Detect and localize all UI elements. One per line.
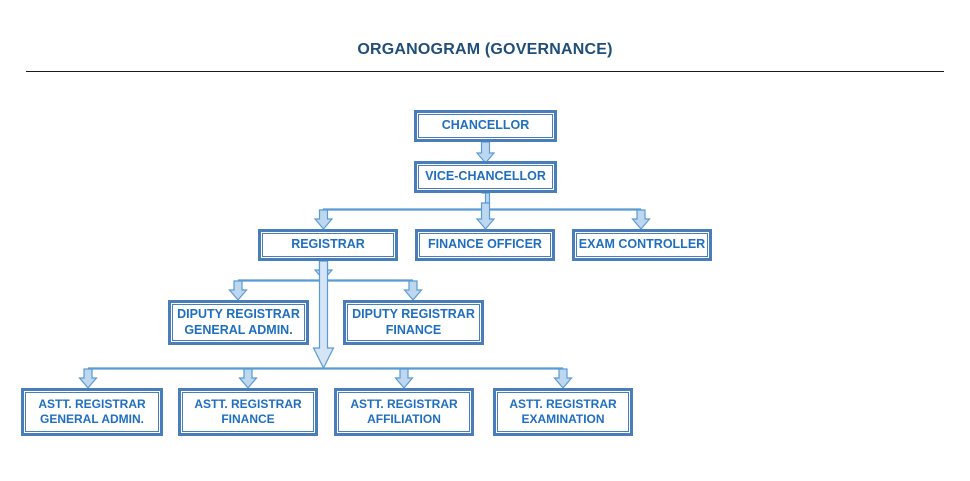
node-deputy-registrar-finance-label-line2: FINANCE — [385, 322, 442, 337]
node-asst-registrar-affiliation[interactable]: ASTT. REGISTRAR AFFILIATION — [334, 388, 474, 436]
arrow-to-deputy-finance — [403, 280, 423, 301]
node-asst-registrar-examination-label-line1: ASTT. REGISTRAR — [509, 397, 617, 411]
arrow-to-registrar — [313, 209, 334, 230]
node-deputy-registrar-general-admin[interactable]: DIPUTY REGISTRAR GENERAL ADMIN. — [168, 300, 309, 345]
arrow-registrar-to-bus5 — [312, 260, 335, 370]
node-vice-chancellor-label: VICE-CHANCELLOR — [425, 169, 546, 184]
node-asst-registrar-affiliation-label-line1: ASTT. REGISTRAR — [350, 397, 458, 411]
node-asst-registrar-general-admin-label-line2: GENERAL ADMIN. — [39, 412, 144, 426]
node-deputy-registrar-general-admin-label-line1: DIPUTY REGISTRAR — [177, 306, 300, 321]
node-asst-registrar-general-admin-label-line1: ASTT. REGISTRAR — [38, 397, 146, 411]
node-chancellor-frame: CHANCELLOR — [418, 114, 553, 138]
node-asst-registrar-finance-label-line1: ASTT. REGISTRAR — [194, 397, 302, 411]
node-chancellor-label: CHANCELLOR — [441, 118, 530, 133]
arrow-to-exam-controller — [631, 209, 651, 230]
node-asst-registrar-examination[interactable]: ASTT. REGISTRAR EXAMINATION — [493, 388, 633, 436]
node-finance-officer-frame: FINANCE OFFICER — [419, 233, 551, 257]
arrow-vicechancellor-to-bus — [481, 192, 491, 204]
node-registrar-frame: REGISTRAR — [262, 233, 394, 257]
arrow-to-asst-affiliation — [394, 368, 414, 389]
arrow-to-asst-examination — [553, 368, 573, 389]
node-asst-registrar-general-admin[interactable]: ASTT. REGISTRAR GENERAL ADMIN. — [21, 388, 163, 436]
node-asst-registrar-general-admin-frame: ASTT. REGISTRAR GENERAL ADMIN. — [25, 392, 159, 432]
node-vice-chancellor-frame: VICE-CHANCELLOR — [418, 165, 553, 189]
node-finance-officer-label: FINANCE OFFICER — [428, 237, 542, 252]
node-asst-registrar-affiliation-label-line2: AFFILIATION — [367, 412, 441, 426]
arrow-chancellor-to-vicechancellor — [475, 141, 496, 164]
arrow-to-finance-officer — [475, 202, 496, 230]
node-deputy-registrar-finance-label-line1: DIPUTY REGISTRAR — [352, 306, 475, 321]
node-asst-registrar-examination-frame: ASTT. REGISTRAR EXAMINATION — [497, 392, 629, 432]
node-exam-controller[interactable]: EXAM CONTROLLER — [572, 229, 712, 261]
node-asst-registrar-examination-label-line2: EXAMINATION — [521, 412, 605, 426]
arrow-to-asst-finance — [238, 368, 258, 389]
node-vice-chancellor[interactable]: VICE-CHANCELLOR — [414, 161, 557, 193]
arrow-to-asst-general-admin — [78, 368, 98, 389]
node-exam-controller-label: EXAM CONTROLLER — [578, 237, 706, 252]
title-divider — [26, 71, 944, 72]
arrow-to-deputy-general-admin — [228, 280, 248, 301]
node-asst-registrar-finance-frame: ASTT. REGISTRAR FINANCE — [182, 392, 314, 432]
node-asst-registrar-affiliation-frame: ASTT. REGISTRAR AFFILIATION — [338, 392, 470, 432]
node-chancellor[interactable]: CHANCELLOR — [414, 110, 557, 142]
node-exam-controller-frame: EXAM CONTROLLER — [576, 233, 708, 257]
node-deputy-registrar-finance-frame: DIPUTY REGISTRAR FINANCE — [347, 304, 480, 341]
node-deputy-registrar-general-admin-frame: DIPUTY REGISTRAR GENERAL ADMIN. — [172, 304, 305, 341]
node-deputy-registrar-general-admin-label-line2: GENERAL ADMIN. — [184, 322, 293, 337]
node-finance-officer[interactable]: FINANCE OFFICER — [415, 229, 555, 261]
node-registrar-label: REGISTRAR — [291, 237, 365, 252]
node-asst-registrar-finance[interactable]: ASTT. REGISTRAR FINANCE — [178, 388, 318, 436]
node-registrar[interactable]: REGISTRAR — [258, 229, 398, 261]
page-title: ORGANOGRAM (GOVERNANCE) — [357, 41, 613, 58]
node-asst-registrar-finance-label-line2: FINANCE — [221, 412, 275, 426]
node-deputy-registrar-finance[interactable]: DIPUTY REGISTRAR FINANCE — [343, 300, 484, 345]
